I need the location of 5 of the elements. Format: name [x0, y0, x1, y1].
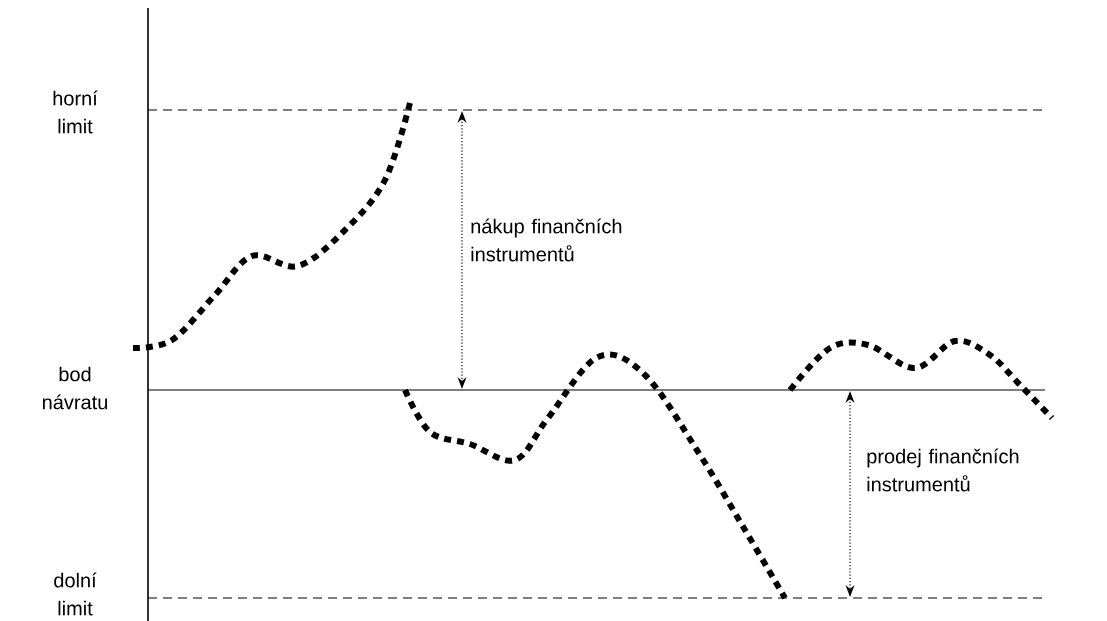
level-label: bod návratu [43, 366, 107, 410]
annotation-text: prodej finančních instrumentů [867, 448, 1019, 492]
annotation-text: nákup finančních instrumentů [471, 218, 622, 262]
level-label: dolní limit [54, 572, 97, 616]
level-label: horní limit [53, 90, 98, 134]
